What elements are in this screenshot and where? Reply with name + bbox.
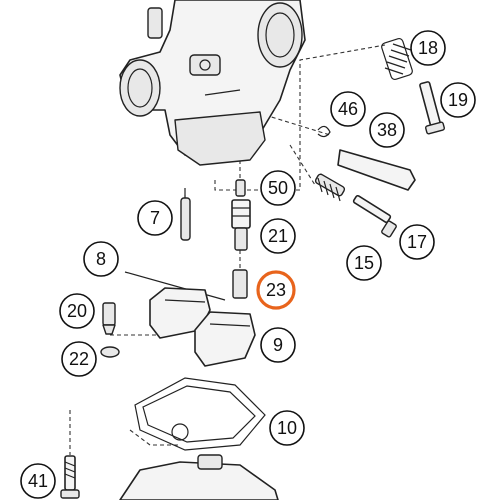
leader-line-10 bbox=[129, 429, 180, 446]
part-15-spring bbox=[314, 173, 346, 202]
carburetor-outlet-bore bbox=[265, 12, 295, 58]
part-17-screw bbox=[352, 194, 397, 238]
leader-line-18-19 bbox=[214, 44, 386, 191]
callout-46-circle bbox=[330, 91, 366, 127]
callout-19[interactable]: 19 bbox=[440, 82, 476, 118]
callout-23-circle-highlighted bbox=[256, 270, 296, 310]
callout-10-label: 10 bbox=[277, 418, 297, 438]
carburetor-inlet-bore bbox=[127, 68, 153, 108]
callout-50-label: 50 bbox=[268, 178, 288, 198]
carburetor-inlet bbox=[119, 59, 161, 117]
part-9-floats bbox=[149, 287, 256, 367]
carburetor-detail-line bbox=[204, 89, 241, 96]
part-19-screw bbox=[419, 81, 445, 135]
callout-19-circle bbox=[440, 82, 476, 118]
callout-17-label: 17 bbox=[407, 232, 427, 252]
callout-17-circle bbox=[399, 224, 435, 260]
part-8-float-pin bbox=[124, 271, 226, 301]
part-38-needle bbox=[337, 149, 416, 191]
part-50-screw bbox=[235, 179, 246, 197]
callout-10[interactable]: 10 bbox=[269, 410, 305, 446]
callout-8[interactable]: 8 bbox=[83, 241, 119, 277]
callout-20-circle bbox=[59, 293, 95, 329]
leader-line-46 bbox=[264, 114, 331, 136]
part-21-jet-holder bbox=[231, 199, 251, 251]
callout-50[interactable]: 50 bbox=[260, 170, 296, 206]
callout-23-label: 23 bbox=[266, 280, 286, 300]
carburetor-outlet bbox=[257, 2, 303, 68]
callout-18-circle bbox=[410, 30, 446, 66]
callout-9[interactable]: 9 bbox=[260, 327, 296, 363]
leader-line-15 bbox=[289, 144, 316, 186]
callout-18[interactable]: 18 bbox=[410, 30, 446, 66]
callout-17[interactable]: 17 bbox=[399, 224, 435, 260]
float-bowl bbox=[119, 454, 279, 500]
carburetor-screw bbox=[199, 59, 211, 71]
callout-15[interactable]: 15 bbox=[346, 245, 382, 281]
callout-7[interactable]: 7 bbox=[137, 200, 173, 236]
callout-23[interactable]: 23 bbox=[256, 270, 296, 310]
carburetor-float-mount bbox=[174, 111, 266, 166]
callout-41[interactable]: 41 bbox=[20, 463, 56, 499]
part-41-bolt bbox=[60, 455, 80, 499]
callout-7-circle bbox=[137, 200, 173, 236]
part-23-main-jet bbox=[232, 269, 248, 299]
part-10-gasket bbox=[134, 377, 266, 451]
callout-21-label: 21 bbox=[268, 226, 288, 246]
callout-22-circle bbox=[61, 341, 97, 377]
carburetor-throttle-cover bbox=[189, 54, 221, 76]
callout-22[interactable]: 22 bbox=[61, 341, 97, 377]
callout-46[interactable]: 46 bbox=[330, 91, 366, 127]
callout-50-circle bbox=[260, 170, 296, 206]
callout-38[interactable]: 38 bbox=[369, 112, 405, 148]
callout-46-label: 46 bbox=[338, 99, 358, 119]
callout-22-label: 22 bbox=[69, 349, 89, 369]
callout-7-label: 7 bbox=[150, 208, 160, 228]
part-7-needle-jet bbox=[180, 188, 191, 241]
callout-20[interactable]: 20 bbox=[59, 293, 95, 329]
callout-8-circle bbox=[83, 241, 119, 277]
callout-38-label: 38 bbox=[377, 120, 397, 140]
callout-15-label: 15 bbox=[354, 253, 374, 273]
part-20-needle-valve bbox=[102, 302, 116, 335]
part-46-clip bbox=[317, 125, 331, 138]
callout-21[interactable]: 21 bbox=[260, 218, 296, 254]
carburetor-body bbox=[119, 0, 306, 166]
callout-8-label: 8 bbox=[96, 249, 106, 269]
callout-41-label: 41 bbox=[28, 471, 48, 491]
callout-9-circle bbox=[260, 327, 296, 363]
callout-41-circle bbox=[20, 463, 56, 499]
callout-9-label: 9 bbox=[273, 335, 283, 355]
callout-21-circle bbox=[260, 218, 296, 254]
callout-18-label: 18 bbox=[418, 38, 438, 58]
callout-38-circle bbox=[369, 112, 405, 148]
callout-10-circle bbox=[269, 410, 305, 446]
carburetor-vent-nipple bbox=[147, 7, 163, 39]
part-22-screw bbox=[100, 346, 120, 358]
callout-19-label: 19 bbox=[448, 90, 468, 110]
callout-15-circle bbox=[346, 245, 382, 281]
callout-20-label: 20 bbox=[67, 301, 87, 321]
part-18-spring bbox=[381, 37, 413, 81]
